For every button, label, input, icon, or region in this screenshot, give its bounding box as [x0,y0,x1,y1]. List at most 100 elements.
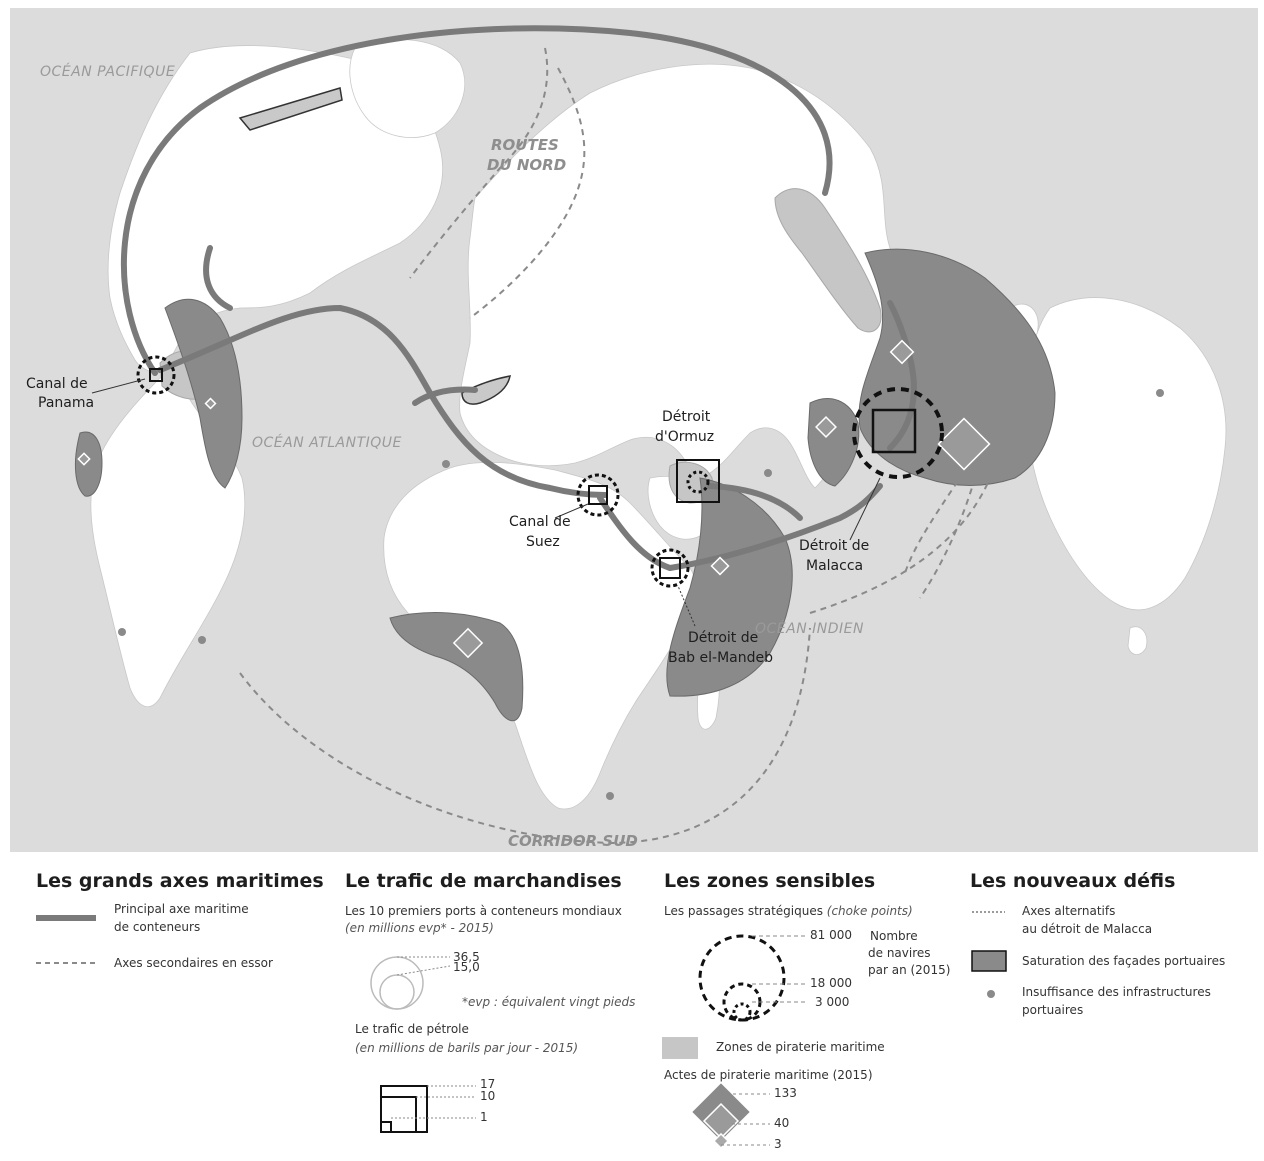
infrastructure-dots [118,389,1164,800]
legend-main-route-label-1: Principal axe maritime [114,902,249,916]
legend-ships-circle-small [732,1002,752,1022]
label-indian: OCÉAN INDIEN [755,620,864,637]
legend-insuff-dot [987,990,995,998]
ice-patch-north-sea [461,375,511,405]
route-panama-europe [157,304,608,498]
legend-ships-val-large: 81 000 [810,928,852,942]
legend-alt-route-label-2: au détroit de Malacca [1022,922,1153,936]
choke-points [136,355,944,588]
saturation-zone-west-africa [389,612,524,721]
choke-malacca-square [871,408,917,454]
legend-piracy-zones-label: Zones de piraterie maritime [716,1040,885,1054]
legend-ships-circle-large [698,934,786,1022]
infra-dot [198,636,206,644]
leader-suez [554,503,589,519]
legend-main-route-label-2: de conteneurs [114,920,201,934]
legend-ports-label-1: Les 10 premiers ports à conteneurs mondi… [345,904,622,918]
label-north-routes-1: ROUTES [491,136,559,154]
leader-lines [91,378,881,627]
piracy-diamond-china [889,339,915,365]
infra-dot [606,792,614,800]
choke-bab-square [659,557,681,579]
legend-port-circle-small [379,974,415,1010]
label-north-routes-2: DU NORD [487,156,566,174]
legend-ships-val-small: 3 000 [815,995,850,1009]
legend-secondary-route-label: Axes secondaires en essor [114,956,273,970]
route-indian-ocean [667,483,883,571]
choke-hormuz-square [676,459,720,503]
piracy-diamond-somalia [710,556,730,576]
legend-oil-square-10 [380,1096,417,1133]
infra-dot [442,460,450,468]
infra-dot [503,661,511,669]
legend-defis-title: Les nouveaux défis [970,870,1176,892]
legend-piracy-val-3: 3 [774,1137,782,1151]
piracy-diamond-india [815,416,837,438]
legend-oil-label-2: (en millions de barils par jour - 2015) [355,1041,579,1055]
legend-ships-label-3: par an (2015) [868,963,951,977]
label-panama-2: Panama [38,395,94,411]
choke-hormuz-circle [686,470,710,494]
choke-suez-square [588,485,608,505]
saturation-zone-india [807,398,860,487]
legend-port-leader-min [396,965,451,976]
legend-oil-val-17: 17 [480,1077,496,1091]
choke-panama-circle [136,355,176,395]
land-greenland [349,39,466,138]
piracy-diamond-indonesia [937,417,991,471]
route-transpacific-north [120,25,833,376]
legend-ports-max: 36,5 [453,950,480,964]
infra-dot [764,469,772,477]
label-malacca-2: Malacca [806,558,863,574]
saturation-zone-west-south-america [75,431,103,497]
label-pacific: OCÉAN PACIFIQUE [40,63,175,80]
legend-ships-label-1: Nombre [870,929,918,943]
legend-choke-italic: (choke points) [826,904,913,918]
choke-suez-circle [576,473,620,517]
legend-piracy-diamond-3 [712,1132,730,1150]
ice-patch-alaska [238,87,343,131]
legend-zones-title: Les zones sensibles [664,870,876,892]
label-suez-1: Canal de [509,514,571,530]
leader-malacca [849,477,881,541]
legend-oil-val-1: 1 [480,1110,488,1124]
legend-ships-val-mid: 18 000 [810,976,852,990]
label-suez-2: Suez [526,534,560,550]
world-map: OCÉAN PACIFIQUE OCÉAN ATLANTIQUE OCÉAN I… [10,8,1258,852]
ice-patches [238,87,511,405]
route-hormuz-india [707,483,803,521]
label-ormuz-2: d'Ormuz [655,429,714,445]
legend-ports-label-2: (en millions evp* - 2015) [345,921,494,935]
legend-oil-square-1 [380,1121,392,1133]
legend-saturation-label: Saturation des façades portuaires [1022,954,1226,968]
piracy-acts [77,339,991,659]
legend-insuff-label-1: Insuffisance des infrastructures [1022,985,1211,999]
route-atlantic-arc [203,245,233,311]
legend-alt-route-label-1: Axes alternatifs [1022,904,1116,918]
label-bab-1: Détroit de [688,630,758,646]
infra-dot [118,628,126,636]
legend: Les grands axes maritimes Principal axe … [0,856,1264,1161]
saturation-zone-east-africa [666,477,793,697]
legend-graphics [36,911,1007,1150]
legend-piracy-val-40: 40 [774,1116,790,1130]
piracy-diamond-gulf-guinea [452,627,484,659]
legend-port-circle-large [370,956,424,1010]
legend-oil-val-10: 10 [480,1089,496,1103]
legend-evp-note: *evp : équivalent vingt pieds [462,995,636,1009]
choke-malacca-circle [852,387,944,479]
legend-piracy-zone-swatch [662,1037,698,1059]
label-corridor-south: CORRIDOR SUD [508,832,638,850]
legend-trafic-title: Le trafic de marchandises [345,870,622,892]
route-corridor-south [239,627,811,845]
legend-oil-square-17 [380,1085,428,1133]
legend-ships-label-2: de navires [868,946,931,960]
route-north-1 [409,47,549,279]
legend-piracy-diamond-40 [702,1102,740,1140]
legend-piracy-val-133: 133 [774,1086,797,1100]
choke-bab-circle [650,548,690,588]
label-ormuz-1: Détroit [662,409,711,425]
choke-panama-square [149,368,163,382]
legend-ports-min: 15,0 [453,960,480,974]
piracy-diamond-caribbean [204,397,217,410]
